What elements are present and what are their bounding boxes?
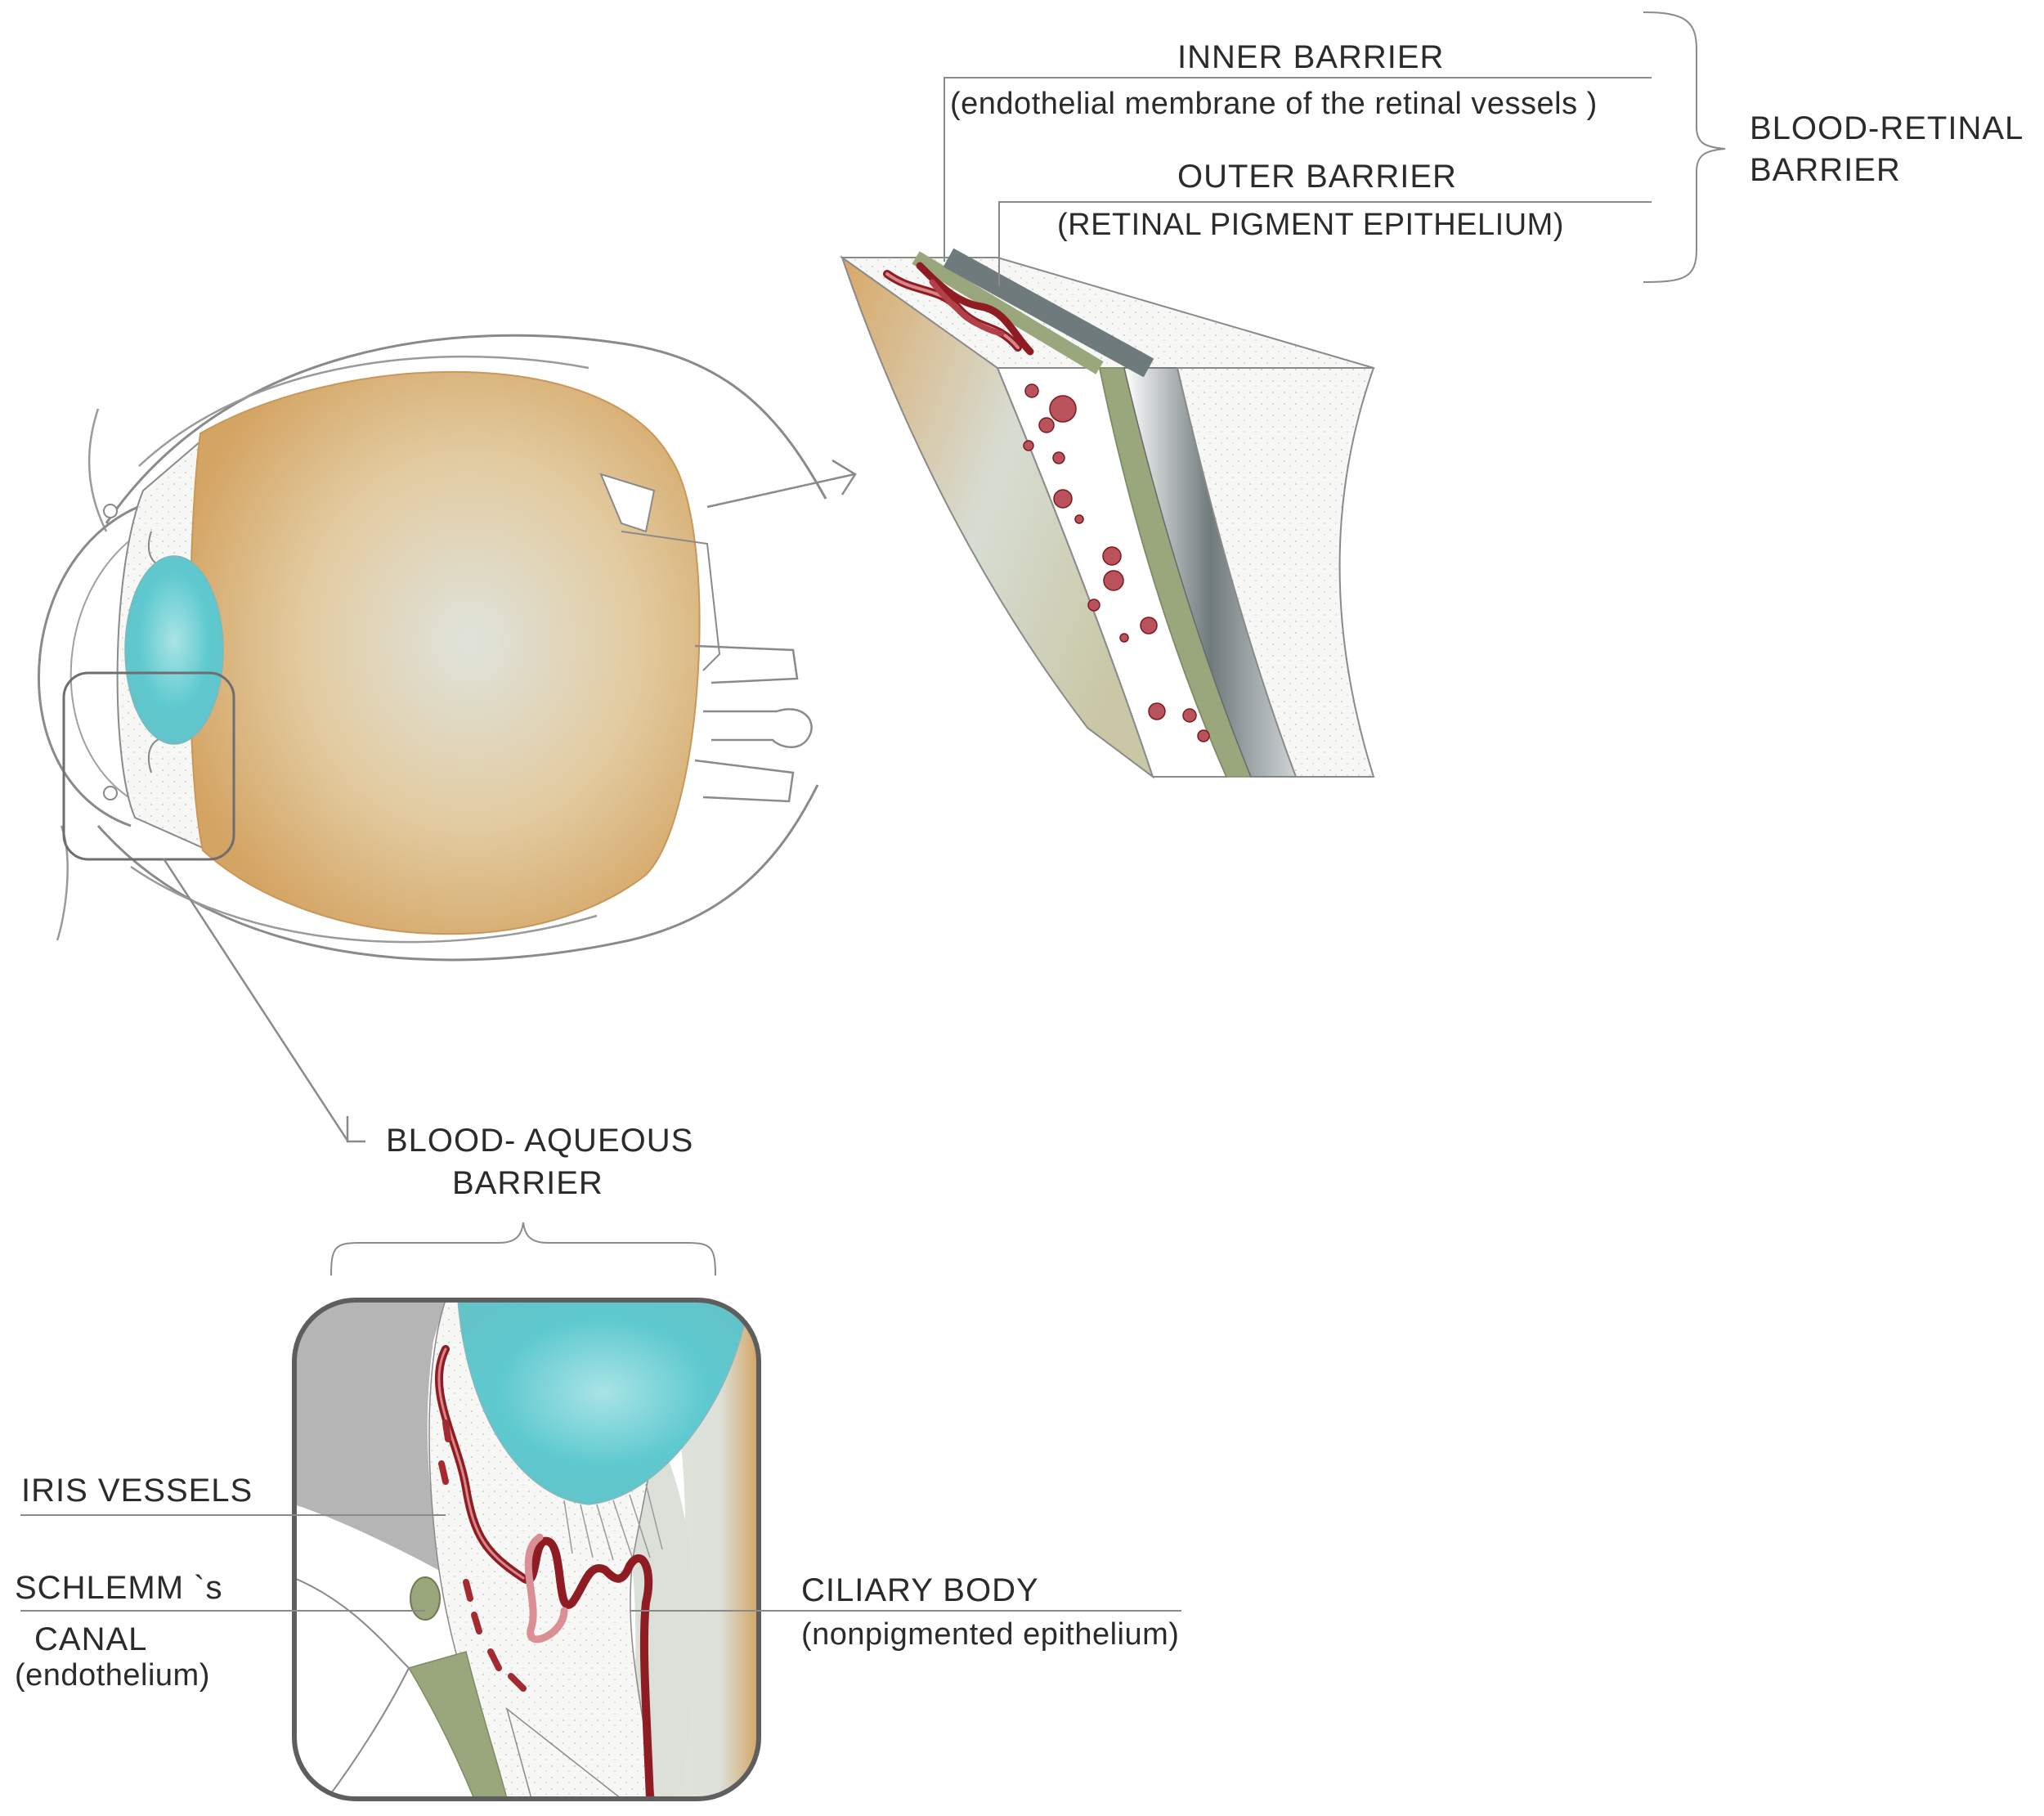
arrow-to-retina-icon bbox=[706, 459, 857, 509]
arrow-to-aqueous-icon bbox=[162, 858, 365, 1143]
schlemm-canal-label-line2: CANAL bbox=[34, 1621, 148, 1657]
schlemm-canal-label-line1: SCHLEMM `s bbox=[15, 1570, 223, 1606]
inner-barrier-label: INNER BARRIER bbox=[1177, 39, 1445, 75]
retinal-leader-lines bbox=[944, 11, 1726, 286]
blood-aqueous-barrier-label-line1: BLOOD- AQUEOUS bbox=[386, 1123, 694, 1159]
outer-barrier-sub-label: (RETINAL PIGMENT EPITHELIUM) bbox=[1057, 208, 1564, 242]
retina-section bbox=[840, 248, 1375, 779]
ciliary-body-sub-label: (nonpigmented epithelium) bbox=[801, 1617, 1180, 1652]
iris-vessels-label: IRIS VESSELS bbox=[21, 1473, 253, 1509]
blood-retinal-barrier-label-line1: BLOOD-RETINAL bbox=[1750, 110, 2024, 146]
ciliary-body-label: CILIARY BODY bbox=[801, 1572, 1039, 1608]
outer-barrier-label: OUTER BARRIER bbox=[1177, 159, 1457, 195]
inner-barrier-sub-label: (endothelial membrane of the retinal ves… bbox=[950, 87, 1598, 121]
anterior-leader-lines bbox=[20, 1514, 1181, 1612]
blood-retinal-barrier-label-line2: BARRIER bbox=[1750, 152, 1901, 188]
schlemm-canal-label-line3: (endothelium) bbox=[15, 1658, 210, 1693]
anterior-zoom bbox=[292, 1298, 761, 1801]
aqueous-brace bbox=[330, 1222, 716, 1276]
blood-aqueous-barrier-label-line2: BARRIER bbox=[452, 1165, 603, 1201]
eyeball bbox=[38, 334, 827, 962]
